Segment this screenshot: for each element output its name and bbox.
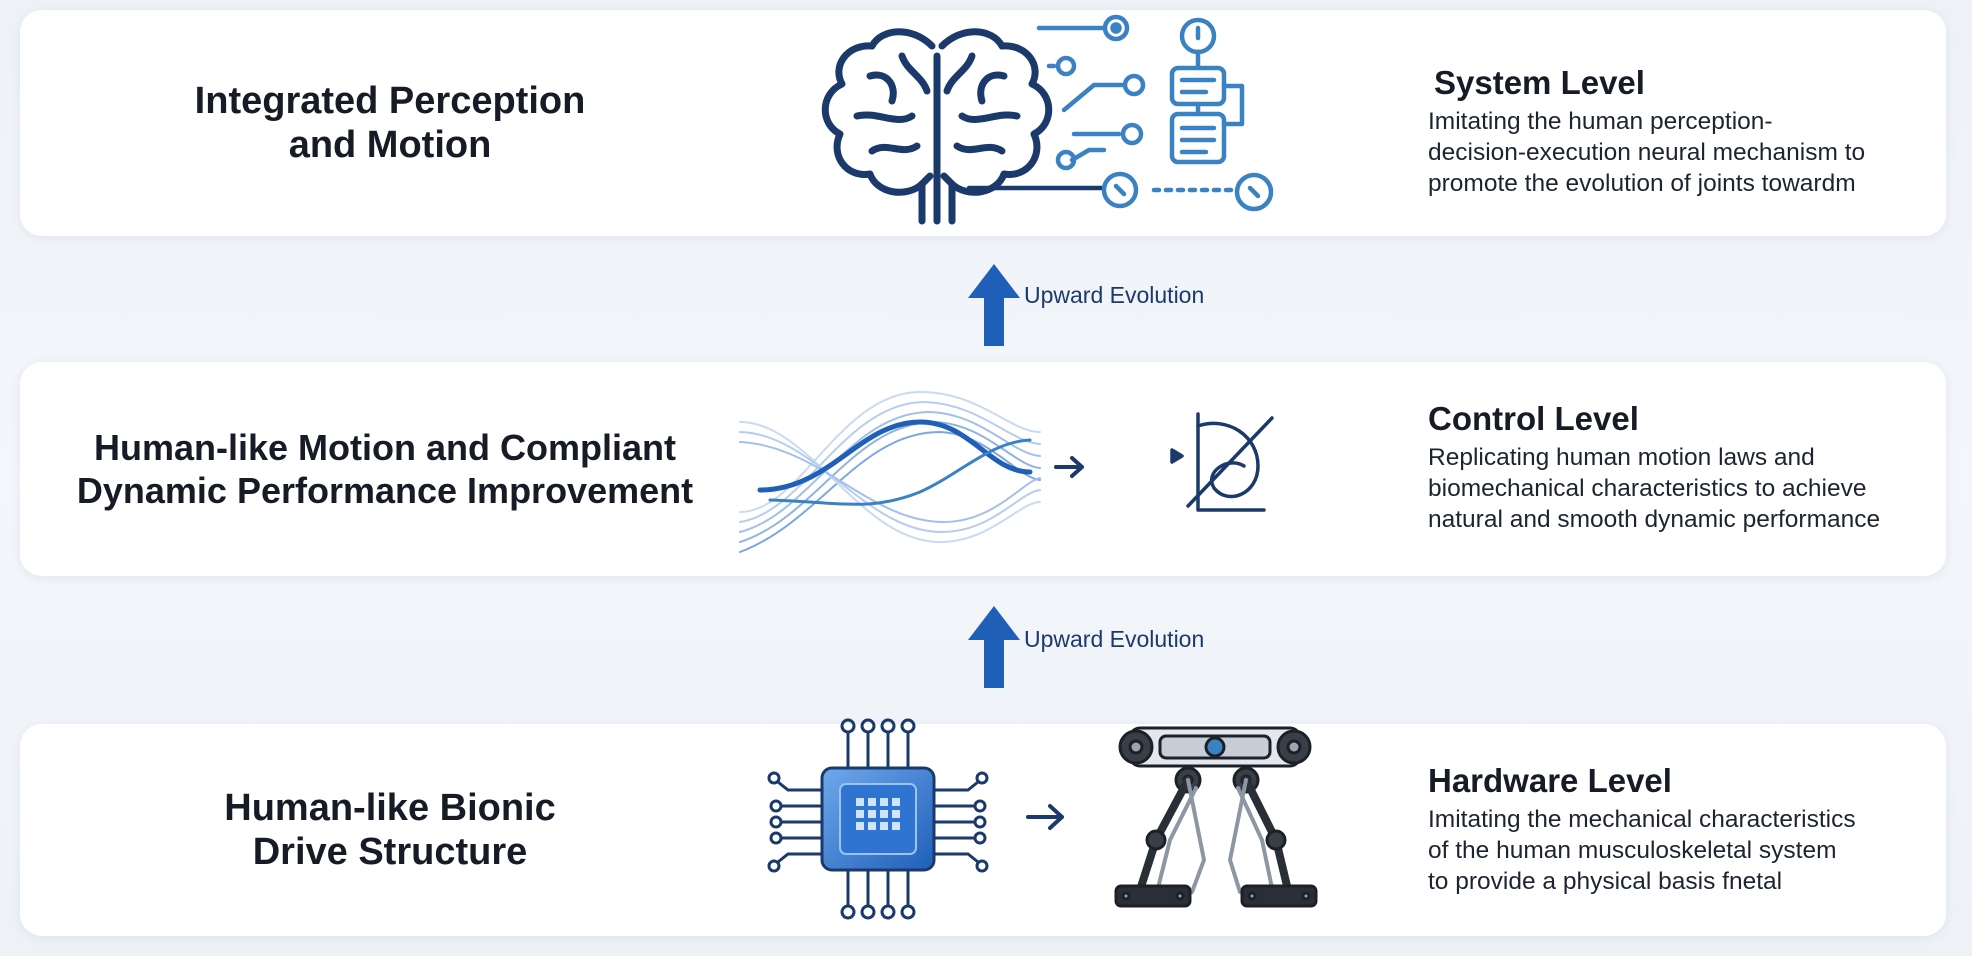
arrow-up-icon bbox=[968, 264, 1020, 346]
system-level-card: Integrated Perception and Motion bbox=[20, 10, 1946, 236]
upward-evolution-2: Upward Evolution bbox=[966, 604, 1296, 694]
upward-evolution-1: Upward Evolution bbox=[966, 262, 1296, 352]
motion-curve-plot-icon bbox=[1170, 412, 1274, 512]
control-desc-line-1: Replicating human motion laws and bbox=[1428, 444, 1815, 471]
hardware-title-line-1: Human-like Bionic bbox=[224, 787, 556, 829]
hardware-desc-line-1: Imitating the mechanical characteristics bbox=[1428, 806, 1856, 833]
system-level-description: Imitating the human perception- decision… bbox=[1406, 106, 1946, 199]
control-title-line-2: Dynamic Performance Improvement bbox=[76, 470, 694, 511]
hardware-level-card: Human-like Bionic Drive Structure bbox=[20, 718, 1946, 936]
upward-evolution-label-2: Upward Evolution bbox=[1024, 626, 1205, 652]
system-desc-line-1: Imitating the human perception- bbox=[1428, 108, 1773, 135]
chip-icon bbox=[767, 718, 989, 920]
flowchart-icon bbox=[1169, 17, 1245, 165]
system-desc-line-3: promote the evolution of joints towardm bbox=[1428, 170, 1856, 197]
arrow-right-icon bbox=[1054, 456, 1084, 478]
control-level-heading: Control Level bbox=[1428, 400, 1639, 437]
hardware-desc-line-2: of the human musculoskeletal system bbox=[1428, 837, 1837, 864]
control-level-description: Replicating human motion laws and biomec… bbox=[1406, 442, 1946, 535]
system-level-heading: System Level bbox=[1434, 64, 1645, 101]
system-title-line-1: Integrated Perception bbox=[194, 80, 586, 122]
arrow-up-icon bbox=[968, 606, 1020, 688]
arrow-right-icon bbox=[1026, 804, 1064, 830]
control-desc-line-2: biomechanical characteristics to achieve bbox=[1428, 475, 1867, 502]
system-desc-line-2: decision-execution neural mechanism to bbox=[1428, 139, 1866, 166]
upward-evolution-label-1: Upward Evolution bbox=[1024, 282, 1205, 308]
system-title-line-2: and Motion bbox=[288, 124, 492, 166]
system-left-title: Integrated Perception and Motion bbox=[20, 10, 760, 236]
hardware-desc-line-3: to provide a physical basis fnetal bbox=[1428, 868, 1783, 895]
hardware-left-title: Human-like Bionic Drive Structure bbox=[20, 724, 760, 936]
wave-curves-icon bbox=[739, 390, 1041, 553]
hardware-level-heading: Hardware Level bbox=[1428, 762, 1672, 799]
hardware-level-description: Imitating the mechanical characteristics… bbox=[1406, 804, 1946, 897]
control-level-card: Human-like Motion and Compliant Dynamic … bbox=[20, 362, 1946, 576]
hardware-description-block: Hardware Level Imitating the mechanical … bbox=[1406, 760, 1946, 897]
circuit-network-icon bbox=[966, 14, 1274, 212]
control-desc-line-3: natural and smooth dynamic performance bbox=[1428, 506, 1881, 533]
brain-icon bbox=[821, 28, 1053, 225]
control-left-title: Human-like Motion and Compliant Dynamic … bbox=[20, 362, 750, 576]
robot-legs-icon bbox=[1114, 726, 1318, 908]
hardware-title-line-2: Drive Structure bbox=[252, 831, 528, 873]
control-title-line-1: Human-like Motion and Compliant bbox=[94, 427, 676, 468]
control-description-block: Control Level Replicating human motion l… bbox=[1406, 398, 1946, 535]
system-description-block: System Level Imitating the human percept… bbox=[1406, 62, 1946, 199]
